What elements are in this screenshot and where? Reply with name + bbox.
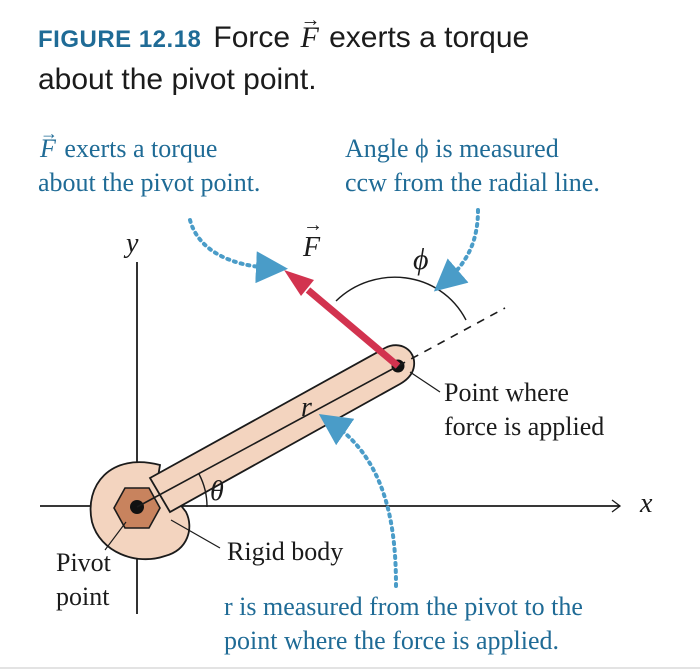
- pivot-line1: Pivot: [56, 548, 111, 577]
- radial-line-extension: [397, 307, 506, 367]
- pivot-line2: point: [56, 582, 110, 611]
- force-arrow: [284, 270, 401, 369]
- r-note-line1: r is measured from the pivot to the: [224, 592, 583, 621]
- point-note-line2: force is applied: [444, 412, 605, 441]
- y-axis-label: y: [126, 228, 139, 259]
- pivot-label: Pivot point: [56, 546, 111, 614]
- caption-part1: Force: [213, 21, 291, 54]
- radial-line: [136, 365, 399, 508]
- rigid-body-leader: [170, 519, 221, 549]
- point-note-line1: Point where: [444, 378, 569, 407]
- r-label: r: [301, 392, 312, 423]
- rigid-body-label: Rigid body: [227, 537, 344, 566]
- force-note-symbol: F: [38, 116, 58, 166]
- pivot-leader: [104, 521, 127, 551]
- angle-note-line1: Angle ϕ is measured: [345, 134, 559, 163]
- angle-note: Angle ϕ is measured ccw from the radial …: [345, 132, 600, 200]
- point-leader: [409, 371, 441, 393]
- angle-note-line2: ccw from the radial line.: [345, 168, 600, 197]
- force-note-line1: exerts a torque: [64, 134, 218, 163]
- point-note: Point where force is applied: [444, 376, 604, 444]
- phi-arc: [335, 276, 467, 321]
- r-note-pointer: [318, 413, 398, 588]
- x-axis-arrow-tick: [611, 499, 622, 513]
- caption-force-symbol: F: [298, 0, 320, 58]
- r-note-line2: point where the force is applied.: [224, 626, 559, 655]
- theta-arc: [198, 473, 208, 508]
- caption-line2: about the pivot point.: [38, 63, 317, 96]
- force-note-line2: about the pivot point.: [38, 168, 261, 197]
- wrench: [89, 344, 415, 561]
- force-note: F exerts a torque about the pivot point.: [38, 116, 261, 200]
- figure-caption: FIGURE 12.18 Force F exerts a torque abou…: [38, 0, 678, 100]
- force-symbol: F: [301, 214, 323, 264]
- angle-note-pointer: [433, 208, 480, 292]
- x-axis-label: x: [640, 488, 653, 519]
- r-note: r is measured from the pivot to the poin…: [224, 590, 583, 658]
- force-note-pointer: [188, 218, 288, 284]
- force-symbol-label: F: [301, 214, 323, 264]
- figure-label: FIGURE 12.18: [38, 26, 202, 53]
- theta-label: θ: [210, 476, 224, 507]
- caption-part2: exerts a torque: [329, 21, 530, 54]
- phi-label: ϕ: [413, 243, 429, 276]
